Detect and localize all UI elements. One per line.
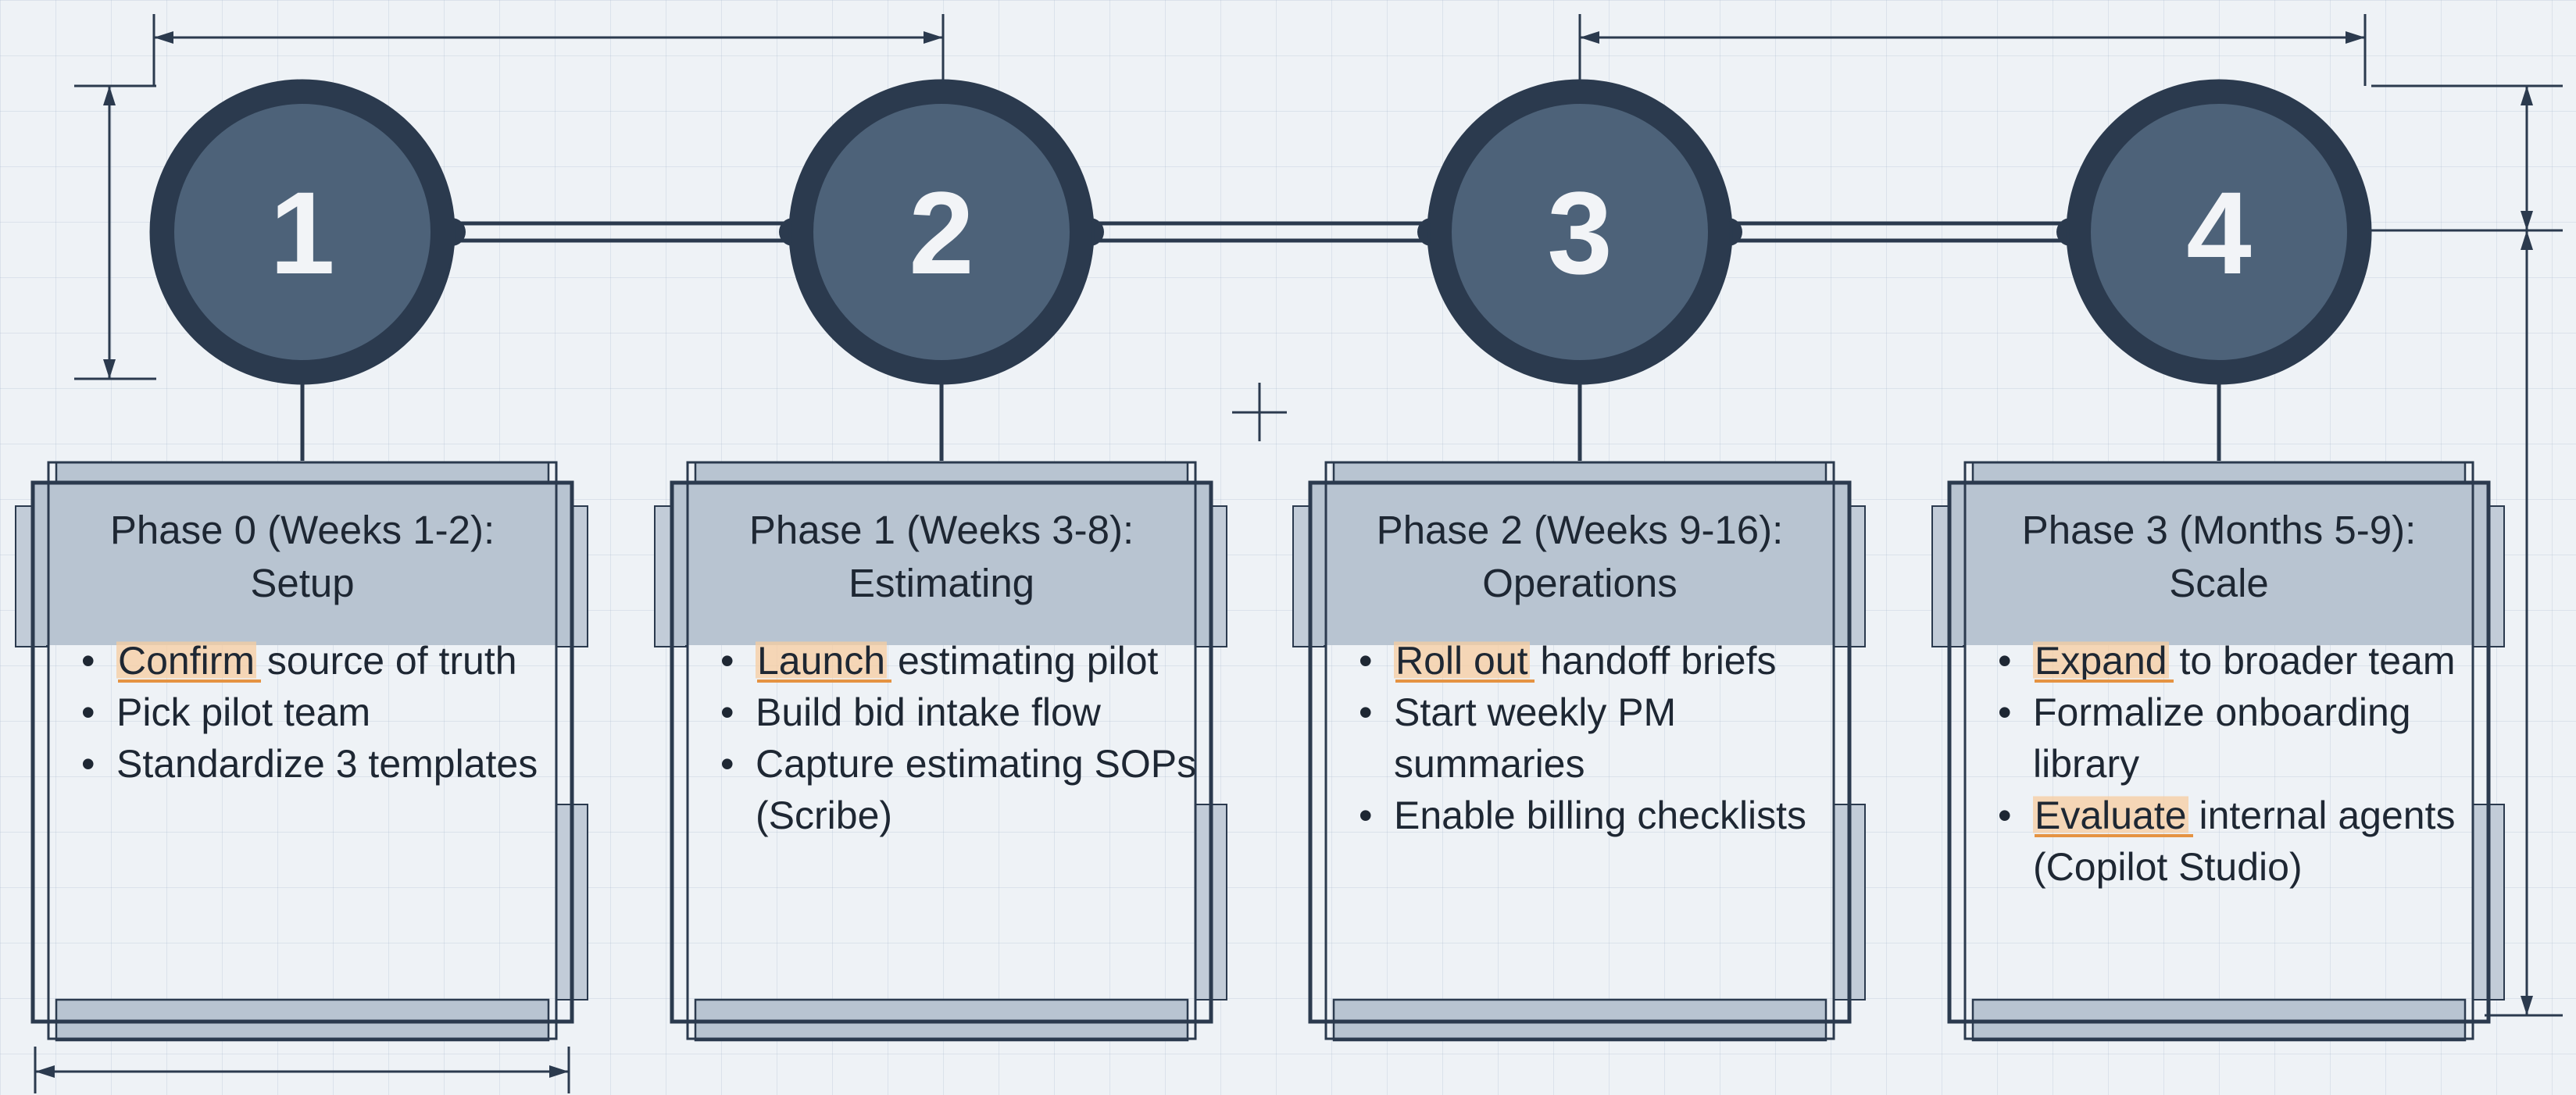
- highlighted-verb: Confirm: [116, 639, 257, 683]
- bullet-text: to broader team: [2168, 639, 2456, 683]
- phase-subtitle: Operations: [1482, 561, 1677, 605]
- dimension-marks: [34, 14, 2563, 1093]
- phase-bullet-list: Expand to broader team Formalize onboard…: [1998, 635, 2474, 893]
- card-header-band: [1310, 483, 1849, 645]
- bullet-item: Capture estimating SOPs (Scribe): [720, 738, 1197, 841]
- phase-card-1: [15, 461, 588, 1042]
- phase-heading: Phase 2 (Weeks 9-16): Operations: [1326, 498, 1834, 615]
- phase-card-3: [1292, 461, 1866, 1042]
- dimension-arrowheads: [35, 31, 2533, 1078]
- step-badge-4: 4: [2066, 79, 2372, 385]
- bullet-item: Pick pilot team: [81, 687, 558, 738]
- bullet-text: handoff briefs: [1529, 639, 1777, 683]
- card-outer-border: [670, 480, 1213, 1024]
- phase-title: Phase 1 (Weeks 3-8):: [749, 508, 1134, 552]
- phase-subtitle: Setup: [250, 561, 355, 605]
- phase-bullet-list: Roll out handoff briefs Start weekly PM …: [1359, 635, 1835, 841]
- bullet-text: Pick pilot team: [116, 690, 371, 734]
- phase-title: Phase 2 (Weeks 9-16):: [1376, 508, 1784, 552]
- bullet-text: Start weekly PM summaries: [1394, 690, 1677, 786]
- step-number: 2: [909, 167, 974, 298]
- bullet-text: Formalize onboarding library: [2033, 690, 2411, 786]
- card-header-band: [672, 483, 1211, 645]
- highlighted-verb: Launch: [756, 639, 888, 683]
- phase-subtitle: Estimating: [848, 561, 1035, 605]
- step-number: 4: [2186, 167, 2251, 298]
- bullet-item: Launch estimating pilot: [720, 635, 1197, 687]
- bullet-item: Evaluate internal agents (Copilot Studio…: [1998, 790, 2474, 893]
- step-badge-3: 3: [1427, 79, 1733, 385]
- bullet-text: Build bid intake flow: [756, 690, 1101, 734]
- step-badge-2: 2: [788, 79, 1095, 385]
- bullet-item: Enable billing checklists: [1359, 790, 1835, 841]
- phase-title: Phase 3 (Months 5-9):: [2021, 508, 2417, 552]
- bullet-item: Standardize 3 templates: [81, 738, 558, 790]
- bullet-text: internal agents (Copilot Studio): [2033, 794, 2456, 889]
- bullet-text: Enable billing checklists: [1394, 794, 1807, 837]
- card-tab-top: [55, 461, 550, 484]
- card-tab-top: [1332, 461, 1827, 484]
- phase-heading: Phase 0 (Weeks 1-2): Setup: [48, 498, 556, 615]
- bullet-item: Formalize onboarding library: [1998, 687, 2474, 790]
- phase-title: Phase 0 (Weeks 1-2):: [109, 508, 495, 552]
- card-outer-border: [1947, 480, 2491, 1024]
- bullet-item: Confirm source of truth: [81, 635, 558, 687]
- phase-subtitle: Scale: [2169, 561, 2269, 605]
- phase-bullet-list: Confirm source of truth Pick pilot team …: [81, 635, 558, 790]
- highlighted-verb: Evaluate: [2033, 794, 2188, 837]
- step-badge-1: 1: [149, 79, 456, 385]
- bullet-item: Expand to broader team: [1998, 635, 2474, 687]
- bullet-text: Capture estimating SOPs (Scribe): [756, 742, 1197, 837]
- card-header-band: [1949, 483, 2488, 645]
- card-tab-top: [694, 461, 1189, 484]
- card-outer-border: [30, 480, 574, 1024]
- phase-card-4: [1931, 461, 2505, 1042]
- bullet-text: source of truth: [256, 639, 517, 683]
- bullet-item: Build bid intake flow: [720, 687, 1197, 738]
- bullet-item: Start weekly PM summaries: [1359, 687, 1835, 790]
- phase-heading: Phase 3 (Months 5-9): Scale: [1965, 498, 2473, 615]
- phase-card-2: [654, 461, 1227, 1042]
- phase-heading: Phase 1 (Weeks 3-8): Estimating: [688, 498, 1195, 615]
- bullet-item: Roll out handoff briefs: [1359, 635, 1835, 687]
- step-number: 3: [1547, 167, 1612, 298]
- card-outer-border: [1308, 480, 1852, 1024]
- bullet-text: Standardize 3 templates: [116, 742, 538, 786]
- bullet-text: estimating pilot: [887, 639, 1159, 683]
- step-number: 1: [270, 167, 334, 298]
- phase-bullet-list: Launch estimating pilot Build bid intake…: [720, 635, 1197, 841]
- card-tab-top: [1971, 461, 2467, 484]
- highlighted-verb: Roll out: [1394, 639, 1530, 683]
- card-header-band: [33, 483, 572, 645]
- highlighted-verb: Expand: [2033, 639, 2169, 683]
